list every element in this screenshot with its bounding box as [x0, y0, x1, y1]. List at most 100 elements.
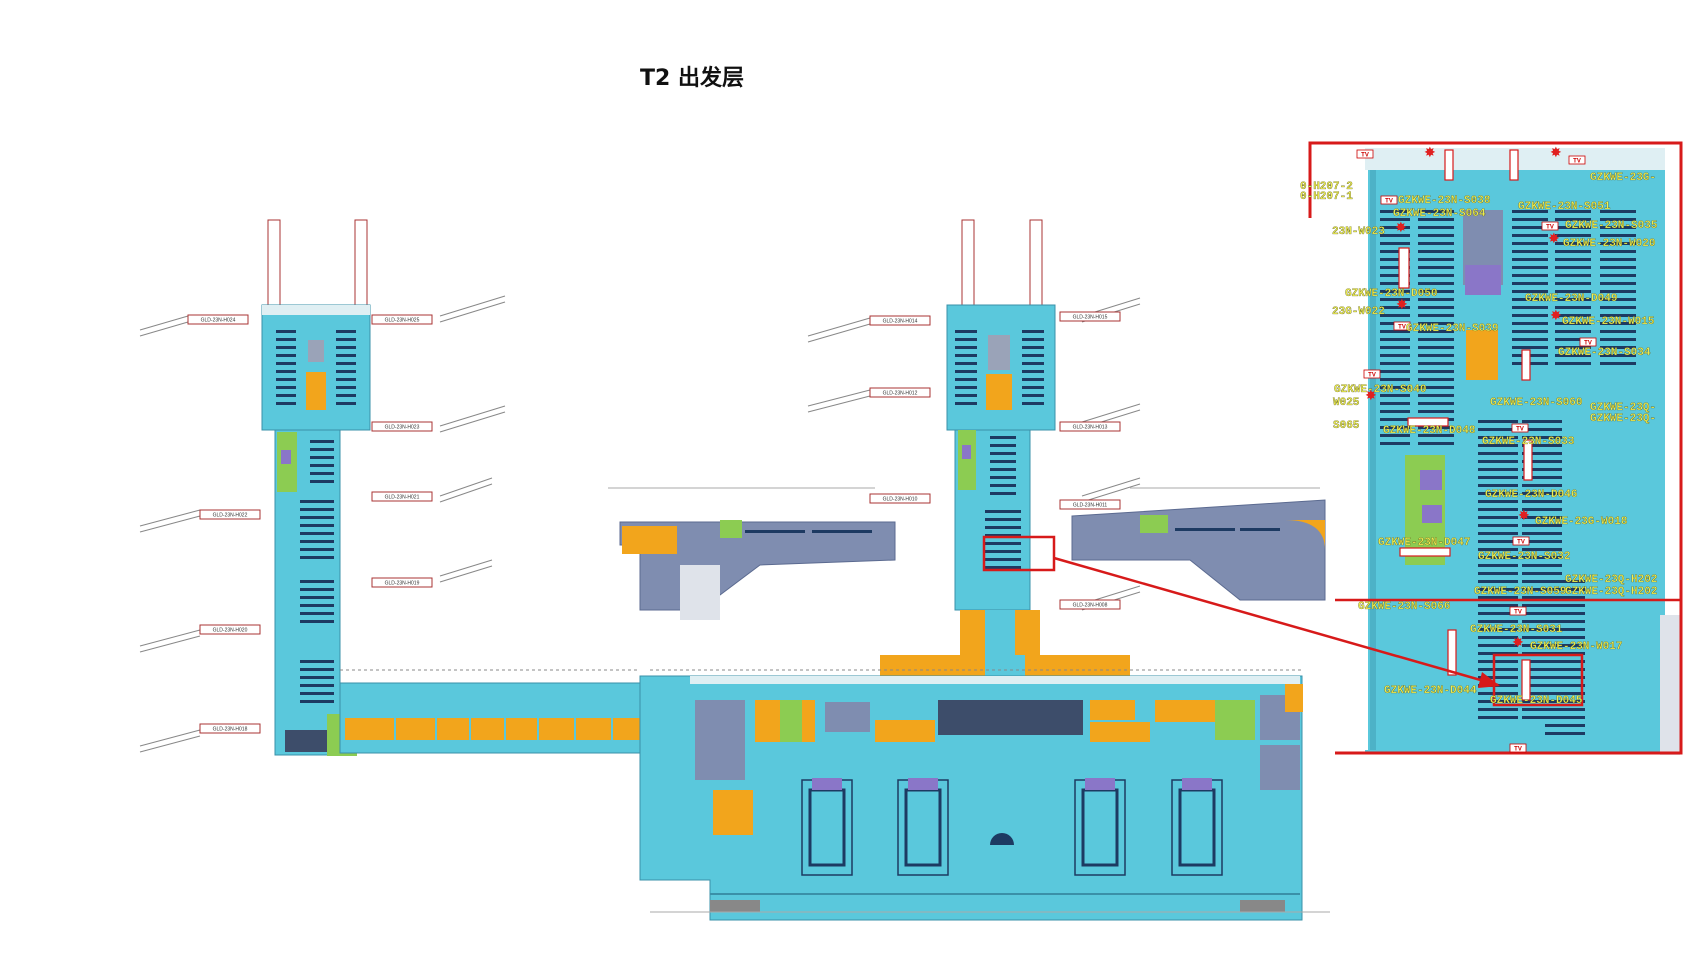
svg-text:TV: TV — [1584, 341, 1592, 347]
tv-icon: TV — [1393, 321, 1411, 331]
alarm-icon: ✸ — [1396, 297, 1408, 313]
inset-device-label: GZKWE-23Q-H202 — [1565, 574, 1657, 586]
svg-text:GLD-23N-H011: GLD-23N-H011 — [1073, 503, 1108, 509]
svg-text:GLD-23N-H019: GLD-23N-H019 — [385, 581, 420, 587]
inset-device-label: GZKWE-23N-S039 — [1406, 323, 1498, 335]
west-pier-labels: GLD-23N-H024 GLD-23N-H025GLD-23N-H023GLD-… — [187, 314, 433, 734]
inset-device-label: GZKWE-23Q-H202 — [1565, 586, 1657, 598]
svg-text:GLD-23N-H021: GLD-23N-H021 — [385, 495, 420, 501]
alarm-icon: ✸ — [1395, 220, 1407, 236]
inset-device-label: W025 — [1333, 397, 1360, 409]
inset-device-label: GZKWE-23G-W018 — [1535, 516, 1628, 528]
highlight-box — [982, 535, 1056, 572]
tv-icon: TV — [1356, 149, 1374, 159]
svg-text:GLD-23N-H010: GLD-23N-H010 — [883, 497, 918, 503]
svg-text:GLD-23N-H025: GLD-23N-H025 — [385, 318, 420, 324]
gate-label: GLD-23N-H013 — [1059, 421, 1121, 432]
inset-device-label: GZKWE-23N-D045 — [1490, 695, 1583, 707]
gate-label: GLD-23N-H011 — [1059, 499, 1121, 510]
gate-label-group: GLD-23N-H024 GLD-23N-H025GLD-23N-H023GLD-… — [187, 314, 433, 734]
inset-device-label: GZKWE-23N-S038 — [1398, 195, 1491, 207]
gate-label: GLD-23N-H008 — [1059, 599, 1121, 610]
alarm-icon: ✸ — [1365, 388, 1377, 404]
inset-device-label: GZKWE-23N-W020 — [1563, 238, 1655, 250]
inset-device-label: GZKWE-23N-D048 — [1383, 425, 1476, 437]
inset-device-label: 23N-W023 — [1332, 226, 1385, 238]
inset-device-label: GZKWE-23N-S066 — [1358, 601, 1450, 613]
svg-text:TV: TV — [1361, 153, 1369, 159]
inset-device-label: GZKWE-23N-S033 — [1482, 436, 1575, 448]
inset-device-label: GZKWE-23G- — [1590, 172, 1656, 184]
svg-text:TV: TV — [1517, 540, 1525, 546]
tv-icon: TV — [1511, 423, 1529, 433]
svg-text:TV: TV — [1398, 325, 1406, 331]
inset-device-label: GZKWE-23N-S035 — [1565, 220, 1658, 232]
svg-text:TV: TV — [1573, 159, 1581, 165]
inset-device-label: GZKWE-23N-D046 — [1485, 489, 1577, 501]
inset-device-label: GZKWE-23N-D047 — [1378, 537, 1470, 549]
svg-text:GLD-23N-H024: GLD-23N-H024 — [201, 318, 236, 324]
svg-text:TV: TV — [1514, 610, 1522, 616]
center-pier — [807, 219, 1141, 670]
svg-text:TV: TV — [1514, 747, 1522, 753]
west-pier — [139, 219, 688, 756]
inset-device-label: GZKWE-23Q- — [1590, 402, 1656, 414]
inset-device-labels: GZKWE-23N-S038GZKWE-23N-S064GZKWE-23N-S0… — [1300, 172, 1658, 707]
callout-arrow — [1053, 556, 1500, 688]
gate-label: GLD-23N-H010 — [869, 493, 931, 504]
center-pier-labels: GLD-23N-H014 GLD-23N-H015GLD-23N-H012GLD-… — [869, 311, 1121, 610]
inset-device-label: GZKWE-23N-W015 — [1562, 316, 1655, 328]
inset-device-label: GZKWE-23N-S060 — [1490, 397, 1582, 409]
inset-device-label: GZKWE-23Q- — [1590, 413, 1656, 425]
tv-icon: TV — [1541, 221, 1559, 231]
svg-text:GLD-23N-H015: GLD-23N-H015 — [1073, 315, 1108, 321]
gate-label: GLD-23N-H024 — [187, 314, 249, 325]
alarm-icon: ✸ — [1550, 308, 1562, 324]
tv-icon: TV — [1380, 195, 1398, 205]
inset-device-label: GZKWE-23N-S032 — [1478, 551, 1570, 563]
inset-device-label: GZKWE-23N-W017 — [1530, 641, 1622, 653]
gate-label: GLD-23N-H015 — [1059, 311, 1121, 322]
gate-label: GLD-23N-H022 — [199, 509, 261, 520]
inset-device-label: GZKWE-23N-S040 — [1334, 384, 1426, 396]
svg-text:TV: TV — [1368, 373, 1376, 379]
gate-label: GLD-23N-H018 — [199, 723, 261, 734]
inset-device-label: GZKWE-23N-D050 — [1345, 288, 1437, 300]
gate-label: GLD-23N-H025 — [371, 314, 433, 325]
east-wing — [1071, 487, 1326, 601]
page-title: T2 出发层 — [640, 66, 744, 91]
inset-device-label: GZKWE-23N-D049 — [1525, 293, 1617, 305]
gate-label: GLD-23N-H023 — [371, 421, 433, 432]
alarm-icon: ✸ — [1424, 145, 1436, 161]
svg-text:GLD-23N-H018: GLD-23N-H018 — [213, 727, 248, 733]
inset-device-label: GZKWE-23N-S031 — [1470, 624, 1563, 636]
tv-icon: TV — [1579, 337, 1597, 347]
gate-label: GLD-23N-H014 — [869, 315, 931, 326]
inset-device-label: GZKWE-23N-S064 — [1393, 208, 1486, 220]
svg-text:TV: TV — [1516, 427, 1524, 433]
svg-text:GLD-23N-H013: GLD-23N-H013 — [1073, 425, 1108, 431]
alarm-icon: ✸ — [1518, 508, 1530, 524]
inset-device-label: GZKWE-23N-S059 — [1474, 586, 1566, 598]
inset-device-label: 0-H207-1 — [1300, 191, 1353, 203]
gate-label: GLD-23N-H019 — [371, 577, 433, 588]
gate-label: GLD-23N-H020 — [199, 624, 261, 635]
west-wing — [608, 487, 896, 620]
tv-markers: TV TV TV TV TV TV TV TV TV TV TV — [1356, 149, 1597, 753]
inset-panel — [1308, 141, 1683, 755]
tv-icon: TV — [1568, 155, 1586, 165]
svg-text:TV: TV — [1546, 225, 1554, 231]
alarm-markers: ✸✸✸✸✸✸✸✸✸ — [1365, 145, 1562, 651]
svg-text:TV: TV — [1385, 199, 1393, 205]
gate-label: GLD-23N-H012 — [869, 387, 931, 398]
svg-text:GLD-23N-H012: GLD-23N-H012 — [883, 391, 918, 397]
main-hall — [639, 655, 1330, 921]
inset-device-label: 0-H207-2 — [1300, 181, 1353, 193]
gate-label: GLD-23N-H021 — [371, 491, 433, 502]
inset-device-label: GZKWE-23N-S034 — [1558, 347, 1651, 359]
tv-icon: TV — [1509, 743, 1527, 753]
svg-text:GLD-23N-H023: GLD-23N-H023 — [385, 425, 420, 431]
tv-icon: TV — [1363, 369, 1381, 379]
tv-icon: TV — [1509, 606, 1527, 616]
